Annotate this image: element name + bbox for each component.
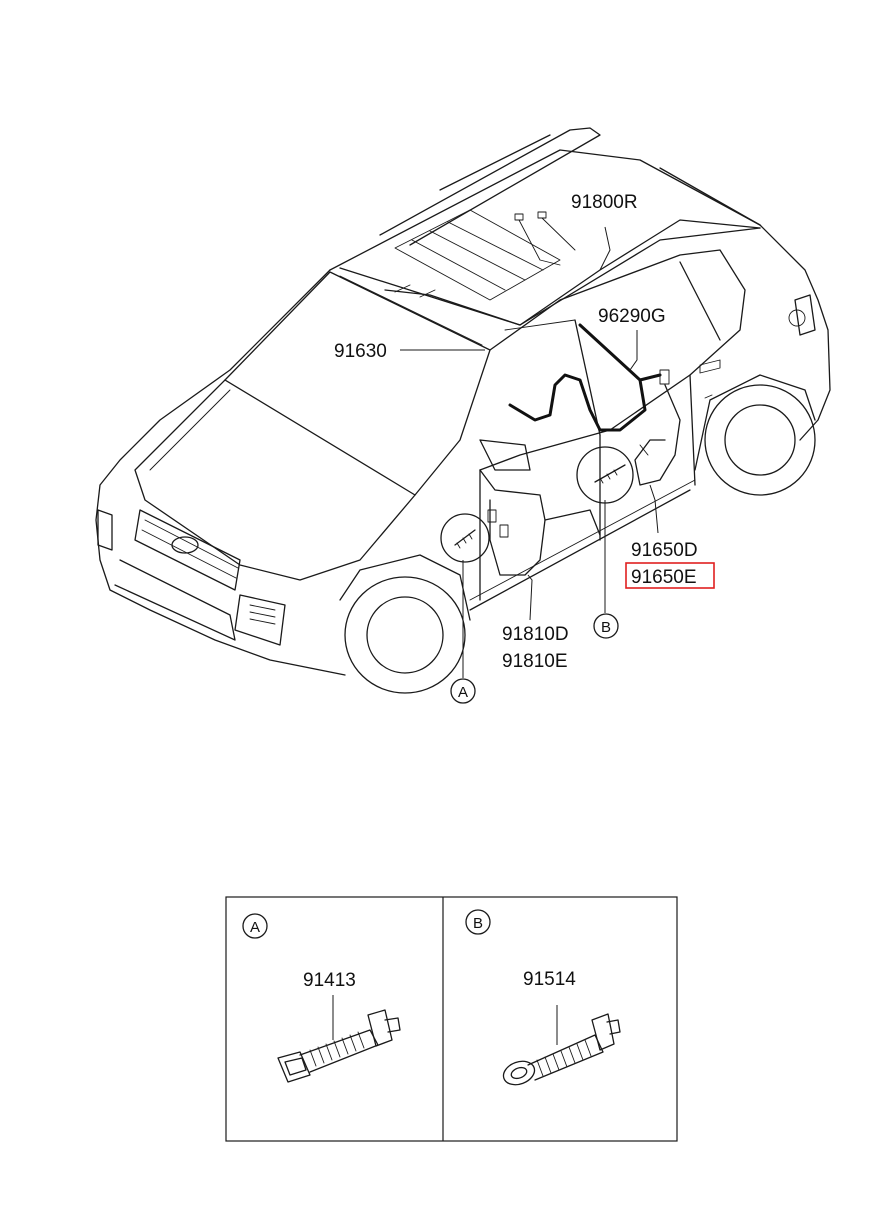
harness-91810 xyxy=(479,469,546,576)
callout-b-letter: B xyxy=(601,619,611,636)
grommet-91413-drawing xyxy=(277,1009,401,1083)
callout-a-letter: A xyxy=(458,684,468,701)
callout-a: A xyxy=(450,678,476,704)
label-91650D: 91650D xyxy=(631,540,698,561)
grommet-91514-drawing xyxy=(502,1013,621,1086)
harness-96290G xyxy=(508,323,647,432)
part-labels: 91800R 96290G 91630 91650D 91650E 91810D… xyxy=(334,192,715,672)
label-91650E: 91650E xyxy=(631,567,697,588)
label-96290G: 96290G xyxy=(598,306,666,327)
vehicle-drawing xyxy=(95,127,831,694)
wiring-harnesses xyxy=(384,211,761,576)
detail-b-letter: B xyxy=(473,915,483,932)
detail-b-part: 91514 xyxy=(523,969,576,990)
detail-panel-a: A 91413 xyxy=(242,913,401,1083)
callout-b: B xyxy=(593,613,619,639)
highlight-box xyxy=(625,562,715,589)
label-91810D: 91810D xyxy=(502,624,569,645)
harness-91650 xyxy=(634,384,681,486)
detail-a-letter: A xyxy=(250,919,260,936)
label-91810E: 91810E xyxy=(502,651,568,672)
detail-a-part: 91413 xyxy=(303,970,356,991)
label-91630: 91630 xyxy=(334,341,387,362)
leader-lines xyxy=(400,226,659,678)
detail-panel-b: B 91514 xyxy=(465,909,621,1086)
detail-panels: A 91413 B 91514 xyxy=(225,896,678,1142)
label-91800R: 91800R xyxy=(571,192,638,213)
